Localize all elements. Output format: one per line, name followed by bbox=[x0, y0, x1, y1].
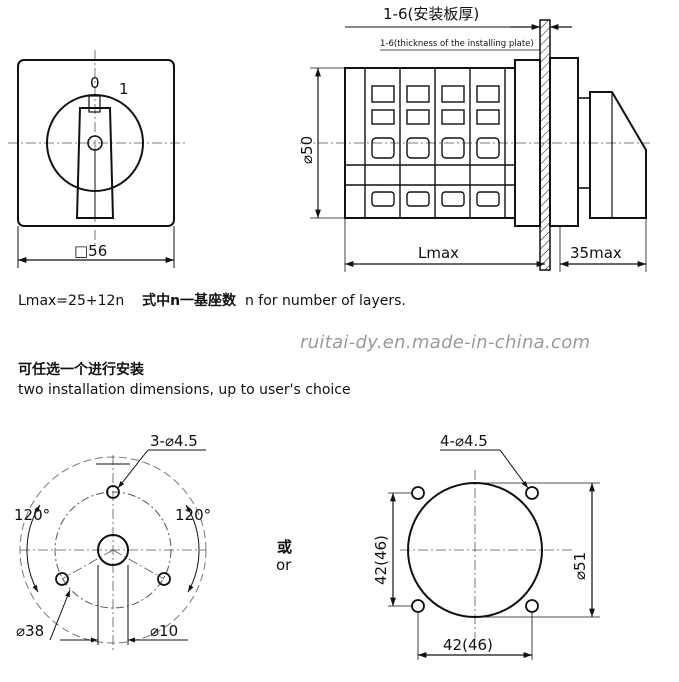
center-10-label: ⌀10 bbox=[150, 622, 178, 640]
hole-bottom-left bbox=[411, 599, 425, 613]
hole-top-right bbox=[525, 486, 539, 500]
mounting-plate bbox=[539, 19, 551, 271]
depth-label: 35max bbox=[570, 244, 622, 262]
mount-hole-left bbox=[55, 572, 69, 586]
or-en: or bbox=[276, 556, 292, 574]
holes-label-a: 3-⌀4.5 bbox=[150, 432, 198, 450]
circle-38-label: ⌀38 bbox=[16, 622, 44, 640]
bezel bbox=[549, 57, 579, 227]
holes-label-b: 4-⌀4.5 bbox=[440, 432, 488, 450]
front-panel-square bbox=[17, 59, 175, 227]
install-en-text: two installation dimensions, up to user'… bbox=[18, 382, 351, 398]
formula-line: Lmax=25+12n 式中n一基座数 n for number of laye… bbox=[18, 290, 406, 310]
or-cn: 或 bbox=[277, 538, 292, 556]
plate-thickness-cn: 1-6(安装板厚) bbox=[383, 5, 479, 23]
diameter-51-label: ⌀51 bbox=[571, 552, 589, 580]
angle-arc-right bbox=[185, 504, 200, 593]
install-option-a: 3-⌀4.5 120° 120° ⌀38 ⌀10 bbox=[14, 432, 211, 650]
mount-hole-right bbox=[157, 572, 171, 586]
vertical-label: 42(46) bbox=[372, 535, 390, 585]
body-diameter-label: ⌀50 bbox=[298, 136, 316, 164]
angle-arc-left bbox=[26, 504, 41, 593]
formula-text: Lmax=25+12n bbox=[18, 293, 125, 309]
formula-en-text: n for number of layers. bbox=[244, 293, 406, 309]
center-shaft-hole bbox=[97, 534, 129, 566]
length-label: Lmax bbox=[418, 244, 459, 262]
install-option-b: 4-⌀4.5 42(46) 42(46) ⌀51 bbox=[372, 432, 600, 660]
contact-layers bbox=[345, 68, 515, 218]
angle-left-label: 120° bbox=[14, 506, 50, 524]
mount-hole-top bbox=[106, 485, 120, 499]
size-label: □56 bbox=[74, 242, 107, 260]
angle-right-label: 120° bbox=[175, 506, 211, 524]
hole-top-left bbox=[411, 486, 425, 500]
install-cn-text: 可任选一个进行安装 bbox=[18, 362, 144, 378]
horizontal-label: 42(46) bbox=[443, 636, 493, 654]
knob-side bbox=[589, 91, 647, 219]
formula-cn-text: 式中n一基座数 bbox=[142, 293, 237, 309]
side-view: 1-6(安装板厚) 1-6(thickness of the installin… bbox=[298, 5, 650, 272]
front-view: 0 1 □56 bbox=[8, 50, 188, 268]
plate-thickness-en: 1-6(thickness of the installing plate) bbox=[380, 39, 534, 49]
position-0-label: 0 bbox=[90, 74, 100, 92]
watermark: ruitai-dy.en.made-in-china.com bbox=[300, 332, 591, 353]
hole-bottom-right bbox=[525, 599, 539, 613]
position-1-label: 1 bbox=[119, 80, 129, 98]
